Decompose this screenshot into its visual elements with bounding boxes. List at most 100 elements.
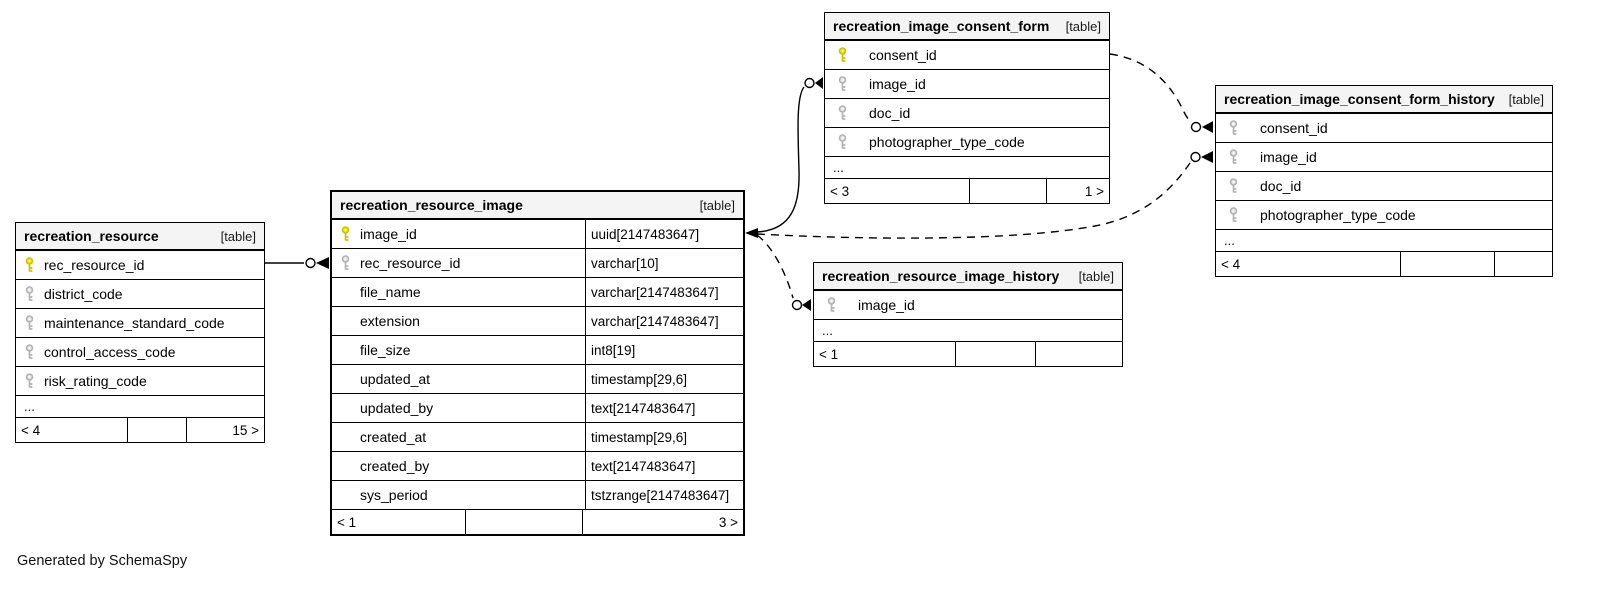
column-row-image_id: image_id — [814, 291, 1122, 320]
foreign-key-icon — [1228, 149, 1240, 165]
column-name-cell: doc_id — [825, 99, 1109, 127]
column-row-maintenance_standard_code: maintenance_standard_code — [16, 309, 264, 338]
parent-count: < 1 — [332, 510, 466, 534]
table-type-badge: [table] — [1065, 18, 1101, 34]
parent-count: < 4 — [1216, 252, 1401, 276]
column-row-doc_id: doc_id — [825, 99, 1109, 128]
column-name: photographer_type_code — [1260, 207, 1416, 223]
column-name-cell: created_by — [332, 452, 585, 480]
column-name-cell: image_id — [825, 70, 1109, 98]
column-type: varchar[10] — [585, 249, 743, 277]
column-row-control_access_code: control_access_code — [16, 338, 264, 367]
foreign-key-icon — [826, 297, 838, 313]
column-type: int8[19] — [585, 336, 743, 364]
table-type-badge: [table] — [220, 228, 256, 244]
more-columns-ellipsis: ... — [16, 396, 264, 418]
table-recreation-resource-image-history: recreation_resource_image_history [table]… — [813, 262, 1123, 367]
footer-spacer — [970, 179, 1047, 203]
table-type-badge: [table] — [1508, 91, 1544, 107]
column-name: consent_id — [869, 47, 937, 63]
column-type: varchar[2147483647] — [585, 307, 743, 335]
table-footer: < 4 — [1216, 252, 1552, 276]
table-title[interactable]: recreation_image_consent_form_history — [1224, 91, 1495, 107]
column-name-cell: sys_period — [332, 481, 585, 509]
footer-spacer — [1401, 252, 1495, 276]
table-header: recreation_image_consent_form [table] — [825, 13, 1109, 41]
foreign-key-icon — [837, 105, 849, 121]
relationship-image-to-consent-form — [756, 77, 823, 233]
child-count — [1495, 252, 1552, 276]
relationship-consent-form-to-history — [1109, 53, 1213, 133]
foreign-key-icon — [340, 255, 352, 271]
column-name-cell: image_id — [814, 291, 1122, 319]
column-name: risk_rating_code — [44, 373, 147, 389]
column-name-cell: file_size — [332, 336, 585, 364]
column-name-cell: created_at — [332, 423, 585, 451]
primary-key-icon — [24, 257, 36, 273]
table-footer: < 1 — [814, 342, 1122, 366]
column-name-cell: file_name — [332, 278, 585, 306]
more-columns-ellipsis: ... — [1216, 230, 1552, 252]
more-columns-ellipsis: ... — [825, 157, 1109, 179]
child-count: 3 > — [718, 514, 738, 530]
foreign-key-icon — [837, 134, 849, 150]
column-name: image_id — [858, 297, 915, 313]
column-type: text[2147483647] — [585, 452, 743, 480]
table-type-badge: [table] — [1078, 268, 1114, 284]
footer-spacer — [956, 342, 1036, 366]
column-name: file_name — [360, 284, 421, 300]
table-recreation-resource-image: recreation_resource_image [table] image_id… — [330, 190, 745, 536]
column-name-cell: image_id — [332, 220, 585, 248]
column-name: image_id — [869, 76, 926, 92]
primary-key-icon — [837, 47, 849, 63]
relationship-image-to-consent-form-history — [756, 151, 1213, 239]
table-title[interactable]: recreation_resource_image — [340, 197, 523, 213]
column-name: created_at — [360, 429, 427, 445]
column-name: sys_period — [360, 487, 428, 503]
foreign-key-icon — [1228, 120, 1240, 136]
column-name: doc_id — [1260, 178, 1302, 194]
table-type-badge: [table] — [699, 197, 735, 213]
foreign-key-icon — [24, 344, 36, 360]
column-name: rec_resource_id — [44, 257, 145, 273]
column-row-photographer_type_code: photographer_type_code — [1216, 201, 1552, 230]
column-row-rec_resource_id: rec_resource_id — [16, 251, 264, 280]
column-type: text[2147483647] — [585, 394, 743, 422]
table-recreation-image-consent-form: recreation_image_consent_form [table] cons… — [824, 12, 1110, 204]
relationship-resource-to-image — [265, 257, 329, 269]
table-recreation-image-consent-form-history: recreation_image_consent_form_history [ta… — [1215, 85, 1553, 277]
column-type: varchar[2147483647] — [585, 278, 743, 306]
column-name: extension — [360, 313, 420, 329]
foreign-key-icon — [1228, 178, 1240, 194]
column-name: photographer_type_code — [869, 134, 1025, 150]
column-row-extension: extension varchar[2147483647] — [332, 307, 743, 336]
primary-key-icon — [340, 226, 352, 242]
column-row-risk_rating_code: risk_rating_code — [16, 367, 264, 396]
column-name: consent_id — [1260, 120, 1328, 136]
column-name-cell: consent_id — [1216, 114, 1552, 142]
column-type: timestamp[29,6] — [585, 423, 743, 451]
column-name-cell: rec_resource_id — [332, 249, 585, 277]
parent-count: < 4 — [16, 418, 128, 442]
child-count: 1 > — [1084, 183, 1104, 199]
column-name-cell: consent_id — [825, 41, 1109, 69]
column-name: rec_resource_id — [360, 255, 461, 271]
table-title[interactable]: recreation_resource — [24, 228, 159, 244]
column-name-cell: photographer_type_code — [825, 128, 1109, 156]
column-name: file_size — [360, 342, 411, 358]
column-name-cell: rec_resource_id — [16, 251, 264, 279]
column-name-cell: updated_at — [332, 365, 585, 393]
column-row-file_size: file_size int8[19] — [332, 336, 743, 365]
table-title[interactable]: recreation_image_consent_form — [833, 18, 1050, 34]
parent-count: < 1 — [814, 342, 956, 366]
column-name-cell: extension — [332, 307, 585, 335]
column-name-cell: image_id — [1216, 143, 1552, 171]
table-title[interactable]: recreation_resource_image_history — [822, 268, 1060, 284]
column-row-consent_id: consent_id — [1216, 114, 1552, 143]
